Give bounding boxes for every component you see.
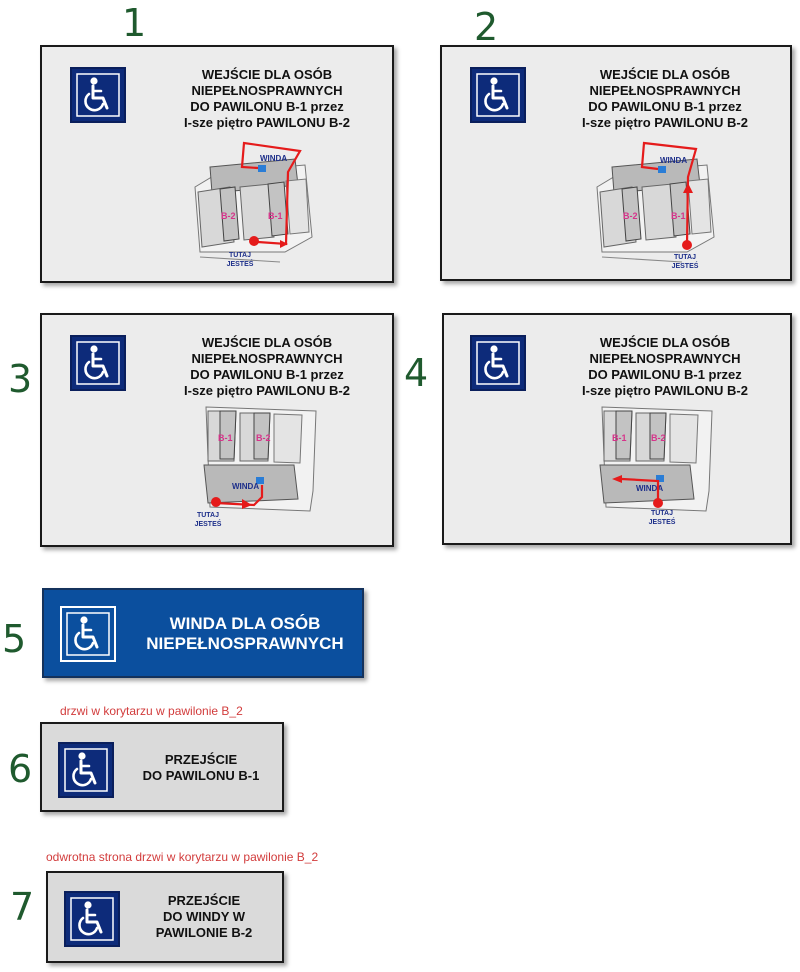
sign-title: WEJŚCIE DLA OSÓB NIEPEŁNOSPRAWNYCH DO PA…: [582, 335, 748, 398]
you-are-here-label: TUTAJ JESTEŚ: [671, 254, 699, 270]
floor-plan-map: WINDA B-2 B-1: [592, 137, 722, 267]
entrance-sign-3: WEJŚCIE DLA OSÓB NIEPEŁNOSPRAWNYCH DO PA…: [40, 313, 394, 547]
you-are-here-dot: [211, 497, 221, 507]
sign-number-7: 7: [10, 885, 35, 929]
you-are-here-dot: [682, 240, 692, 250]
sign-number-6: 6: [8, 747, 33, 791]
label-b1: B-1: [671, 211, 686, 221]
sign-title: WEJŚCIE DLA OSÓB NIEPEŁNOSPRAWNYCH DO PA…: [184, 335, 350, 398]
route-arrow: [612, 475, 622, 483]
label-b1: B-1: [612, 433, 627, 443]
wheelchair-icon: [64, 891, 120, 947]
label-b1: B-1: [268, 211, 283, 221]
sign7-note: odwrotna strona drzwi w korytarzu w pawi…: [46, 850, 319, 864]
elevator-sign-title: WINDA DLA OSÓB NIEPEŁNOSPRAWNYCH: [146, 614, 344, 653]
wheelchair-icon: [470, 67, 526, 123]
wheelchair-icon: [58, 742, 114, 798]
passage-sign-elevator: PRZEJŚCIE DO WINDY W PAWILONIE B-2: [46, 871, 284, 963]
route-line: [215, 485, 264, 507]
entrance-sign-4: WEJŚCIE DLA OSÓB NIEPEŁNOSPRAWNYCH DO PA…: [442, 313, 792, 545]
wheelchair-icon: [60, 606, 116, 662]
label-winda: WINDA: [660, 156, 687, 165]
route-arrow: [242, 499, 252, 509]
label-b2: B-2: [256, 433, 271, 443]
elevator-marker: [256, 477, 264, 484]
label-b2: B-2: [221, 211, 236, 221]
passage-sign-title: PRZEJŚCIE DO WINDY W PAWILONIE B-2: [155, 893, 253, 940]
floor-plan-map: WINDA B-2 B-1: [190, 137, 320, 267]
you-are-here-dot: [249, 236, 259, 246]
wheelchair-icon: [70, 67, 126, 123]
wheelchair-icon: [470, 335, 526, 391]
you-are-here-label: TUTAJ JESTEŚ: [648, 510, 676, 526]
sign6-note: drzwi w korytarzu w pawilonie B_2: [60, 704, 243, 718]
elevator-marker: [656, 475, 664, 482]
label-b2: B-2: [651, 433, 666, 443]
you-are-here-dot: [653, 498, 663, 508]
label-winda: WINDA: [260, 154, 287, 163]
route-arrow: [683, 183, 693, 193]
label-winda: WINDA: [232, 482, 259, 491]
sign-number-3: 3: [8, 357, 33, 401]
sign-number-4: 4: [404, 351, 429, 395]
sign-number-5: 5: [2, 617, 27, 661]
passage-sign-b1: PRZEJŚCIE DO PAWILONU B-1: [40, 722, 284, 812]
entrance-sign-1: WEJŚCIE DLA OSÓB NIEPEŁNOSPRAWNYCH DO PA…: [40, 45, 394, 283]
label-winda: WINDA: [636, 484, 663, 493]
you-are-here-label: TUTAJ JESTEŚ: [194, 512, 222, 528]
elevator-marker: [258, 165, 266, 172]
route-arrow: [280, 240, 288, 248]
sign-number-1: 1: [122, 1, 147, 45]
label-b1: B-1: [218, 433, 233, 443]
label-b2: B-2: [623, 211, 638, 221]
floor-plan-map: B-1 B-2 WINDA: [594, 399, 724, 529]
entrance-sign-2: WEJŚCIE DLA OSÓB NIEPEŁNOSPRAWNYCH DO PA…: [440, 45, 792, 281]
floor-plan-map: B-1 B-2 WINDA: [198, 399, 328, 529]
you-are-here-label: TUTAJ JESTEŚ: [226, 252, 254, 268]
wheelchair-icon: [70, 335, 126, 391]
sign-number-2: 2: [474, 5, 499, 49]
elevator-sign: WINDA DLA OSÓB NIEPEŁNOSPRAWNYCH: [42, 588, 364, 678]
sign-title: WEJŚCIE DLA OSÓB NIEPEŁNOSPRAWNYCH DO PA…: [582, 67, 748, 130]
elevator-marker: [658, 166, 666, 173]
sign-title: WEJŚCIE DLA OSÓB NIEPEŁNOSPRAWNYCH DO PA…: [184, 67, 350, 130]
route-line: [621, 477, 660, 503]
passage-sign-title: PRZEJŚCIE DO PAWILONU B-1: [142, 752, 260, 783]
